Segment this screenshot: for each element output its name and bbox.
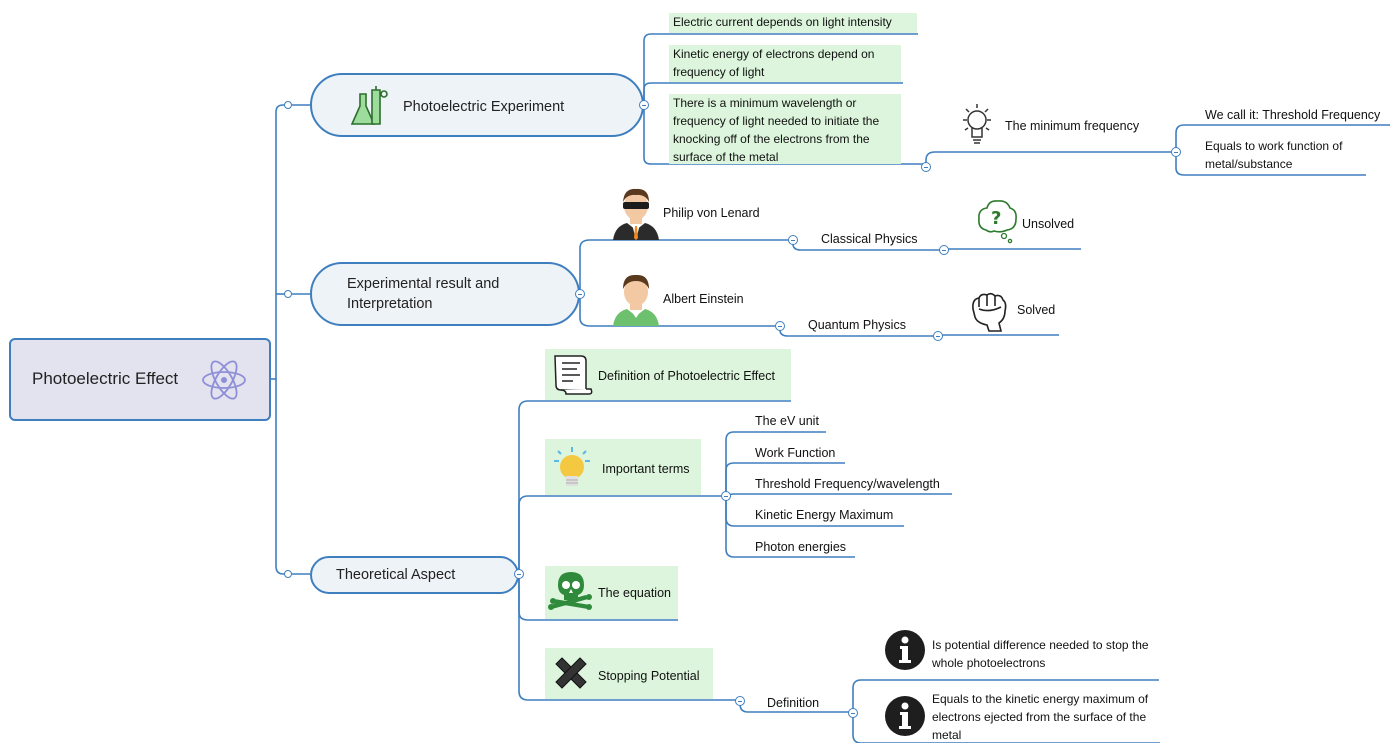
stopping-label: Stopping Potential [598, 669, 700, 683]
result-node[interactable]: Experimental result and Interpretation [310, 262, 580, 326]
branch-dot-experiment[interactable] [284, 101, 292, 109]
experiment-child-2: Kinetic energy of electrons depend on fr… [669, 45, 901, 82]
definition-label: Definition of Photoelectric Effect [598, 369, 775, 383]
theory-label: Theoretical Aspect [336, 567, 456, 583]
stopping-child-1: Is potential difference needed to stop t… [932, 638, 1149, 670]
info-icon [885, 630, 925, 670]
stopping-child-2: Equals to the kinetic energy maximum of … [932, 692, 1149, 742]
einstein-label: Albert Einstein [663, 292, 744, 306]
question-cloud-icon: ? [978, 200, 1017, 244]
result-label: Experimental result and Interpretation [347, 276, 500, 312]
theory-node[interactable]: Theoretical Aspect [310, 556, 519, 594]
equation-label: The equation [598, 586, 671, 600]
experiment-toggle[interactable] [639, 100, 649, 110]
experiment-child-1: Electric current depends on light intens… [669, 13, 917, 33]
quantum-physics-label: Quantum Physics [808, 318, 906, 332]
man-sunglasses-avatar-icon [613, 188, 659, 240]
threshold-frequency-label: We call it: Threshold Frequency [1205, 108, 1381, 122]
theory-toggle[interactable] [514, 569, 524, 579]
lenard-label: Philip von Lenard [663, 206, 760, 220]
man-avatar-icon [613, 274, 659, 326]
lightbulb-sketch-icon [963, 104, 991, 144]
experiment-label: Photoelectric Experiment [403, 99, 565, 115]
min-frequency-toggle[interactable] [921, 162, 931, 172]
term-threshold-frequency: Threshold Frequency/wavelength [755, 477, 940, 491]
stopping-definition-label: Definition [767, 696, 820, 710]
root-label: Photoelectric Effect [32, 369, 179, 388]
classical-children-toggle[interactable] [939, 245, 949, 255]
quantum-children-toggle[interactable] [933, 331, 943, 341]
root-node[interactable]: Photoelectric Effect [9, 338, 271, 421]
info-icon [885, 696, 925, 736]
experiment-node[interactable]: Photoelectric Experiment [310, 73, 644, 137]
work-function-label: Equals to work function of metal/substan… [1205, 139, 1343, 171]
experiment-child-3: There is a minimum wavelength or frequen… [669, 94, 901, 164]
cross-icon [555, 657, 587, 689]
terms-label: Important terms [602, 462, 690, 476]
classical-toggle[interactable] [788, 235, 798, 245]
term-photon-energies: Photon energies [755, 540, 847, 554]
skull-crossbones-icon [548, 572, 592, 610]
quantum-toggle[interactable] [775, 321, 785, 331]
min-frequency-children-toggle[interactable] [1171, 147, 1181, 157]
scroll-icon [554, 355, 593, 395]
fist-icon [972, 292, 1007, 332]
term-work-function: Work Function [755, 446, 836, 460]
term-kinetic-energy: Kinetic Energy Maximum [755, 508, 894, 522]
stopping-definition-toggle[interactable] [848, 708, 858, 718]
stopping-toggle[interactable] [735, 696, 745, 706]
terms-toggle[interactable] [721, 491, 731, 501]
lightbulb-icon [554, 447, 590, 486]
unsolved-label: Unsolved [1022, 217, 1075, 231]
term-ev-unit: The eV unit [755, 414, 819, 428]
lab-flasks-icon [350, 86, 388, 125]
branch-dot-theory[interactable] [284, 570, 292, 578]
result-toggle[interactable] [575, 289, 585, 299]
solved-label: Solved [1017, 303, 1056, 317]
min-frequency-label: The minimum frequency [1005, 119, 1140, 133]
classical-physics-label: Classical Physics [821, 232, 918, 246]
svg-text:?: ? [991, 208, 1001, 229]
branch-dot-result[interactable] [284, 290, 292, 298]
atom-icon [202, 360, 246, 400]
